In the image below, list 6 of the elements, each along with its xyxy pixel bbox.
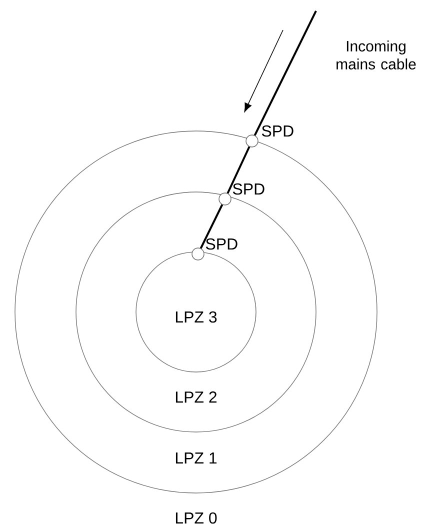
cable [226, 146, 250, 194]
zone-label: LPZ 0 [176, 512, 217, 524]
node-label: SPD [206, 238, 238, 250]
cable-label: Incoming mains cable [336, 40, 416, 70]
cable [200, 204, 224, 249]
cable [254, 10, 317, 136]
